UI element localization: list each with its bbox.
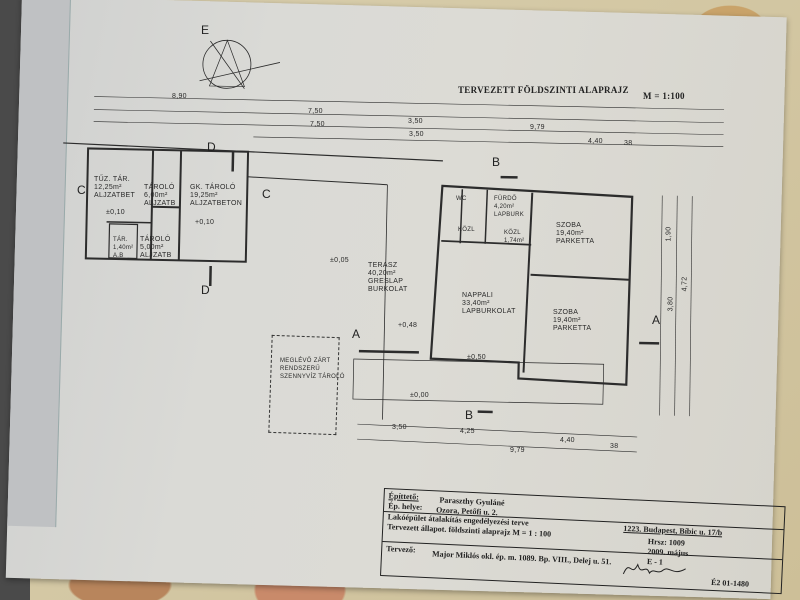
- section-mark-a: A: [652, 313, 661, 327]
- room-label: KÖZL: [458, 227, 475, 233]
- client-label: Építtető:: [388, 491, 420, 502]
- title-block: Építtető: Paraszthy Gyuláné Ép. helye: O…: [380, 488, 786, 595]
- section-mark-d: D: [201, 283, 210, 297]
- dimension-label: 4,25: [460, 428, 475, 435]
- dimension-label: 3,50: [409, 131, 424, 138]
- compass-label: E: [201, 23, 210, 37]
- dimension-label: 9,79: [510, 447, 525, 454]
- elevation-label: ±0,00: [410, 392, 429, 399]
- dimension-label: 1,90: [665, 226, 673, 242]
- dimension-label: 7,50: [310, 121, 325, 128]
- dimension-label: 3,50: [392, 424, 407, 431]
- dimension-label: 3,50: [408, 118, 423, 125]
- dimension-label: 9,79: [530, 124, 545, 131]
- section-mark-c: C: [77, 183, 86, 197]
- dimension-label: 3,80: [667, 296, 675, 312]
- elevation-label: +0,48: [398, 322, 418, 329]
- elevation-label: ±0,05: [330, 257, 349, 264]
- site-label: Ép. helye:: [387, 501, 423, 512]
- elevation-label: ±0,50: [467, 354, 486, 361]
- dimension-label: 4,40: [560, 437, 575, 444]
- dimension-label: 8,90: [172, 93, 187, 100]
- designer-label: Tervező:: [386, 544, 416, 555]
- section-mark-b: B: [465, 408, 474, 422]
- dimension-label: 4,40: [588, 138, 603, 145]
- lot-number: Hrsz: 1009: [647, 537, 686, 548]
- dimension-label: 7,50: [308, 108, 323, 115]
- dimension-label: 38: [624, 140, 633, 147]
- dimension-label: 4,72: [681, 276, 689, 292]
- elevation-label: ±0,10: [106, 209, 125, 216]
- elevation-label: +0,10: [195, 219, 215, 226]
- section-mark-d: D: [207, 140, 216, 154]
- signature-icon: [622, 563, 686, 575]
- drawing-title: TERVEZETT FÖLDSZINTI ALAPRAJZ: [458, 85, 629, 95]
- section-mark-b: B: [492, 155, 501, 169]
- section-mark-a: A: [352, 327, 361, 341]
- section-mark-c: C: [262, 187, 271, 201]
- room-label: WC: [456, 196, 467, 202]
- septic-tank-outline: [268, 334, 340, 436]
- designer-value: Major Miklós okl. ép. m. 1089. Bp. VIII.…: [431, 549, 612, 567]
- drawing-scale: M = 1:100: [643, 91, 685, 101]
- dimension-label: 38: [610, 443, 619, 450]
- license-number: É2 01-1480: [710, 577, 750, 589]
